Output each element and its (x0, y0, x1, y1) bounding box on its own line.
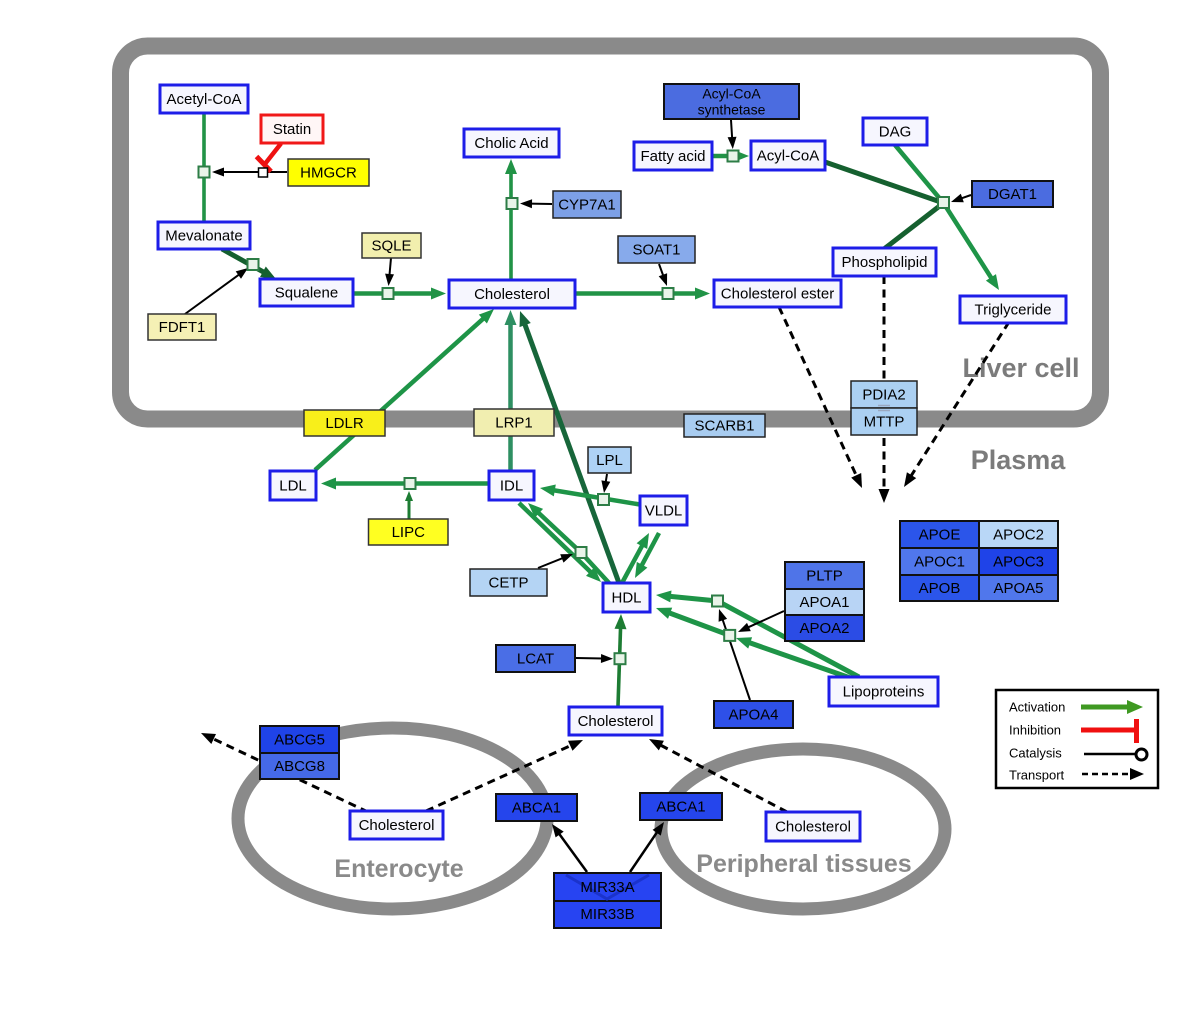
svg-text:LCAT: LCAT (517, 651, 554, 668)
svg-text:Enterocyte: Enterocyte (334, 855, 463, 883)
svg-text:Fatty acid: Fatty acid (640, 148, 705, 165)
svg-text:APOC2: APOC2 (993, 527, 1044, 544)
svg-text:APOB: APOB (919, 580, 961, 597)
svg-text:SOAT1: SOAT1 (632, 242, 680, 259)
svg-text:Squalene: Squalene (275, 285, 338, 302)
svg-text:Transport: Transport (1009, 768, 1065, 783)
svg-text:Mevalonate: Mevalonate (165, 228, 243, 245)
svg-text:synthetase: synthetase (698, 102, 766, 118)
svg-text:SQLE: SQLE (371, 238, 411, 255)
svg-text:Statin: Statin (273, 121, 311, 138)
svg-text:CETP: CETP (488, 575, 528, 592)
svg-text:APOA2: APOA2 (799, 620, 849, 637)
svg-text:Cholesterol: Cholesterol (775, 819, 851, 836)
svg-text:ABCG5: ABCG5 (274, 732, 325, 749)
svg-text:Plasma: Plasma (971, 445, 1067, 475)
svg-text:MTTP: MTTP (864, 414, 905, 431)
svg-text:DGAT1: DGAT1 (988, 186, 1037, 203)
svg-text:DAG: DAG (879, 124, 912, 141)
svg-text:PDIA2: PDIA2 (862, 387, 905, 404)
svg-text:MIR33B: MIR33B (580, 906, 634, 923)
svg-text:Lipoproteins: Lipoproteins (843, 684, 925, 701)
svg-text:IDL: IDL (500, 478, 523, 495)
svg-text:CYP7A1: CYP7A1 (558, 197, 616, 214)
svg-text:LDL: LDL (279, 478, 307, 495)
svg-text:APOA4: APOA4 (728, 707, 778, 724)
svg-text:Activation: Activation (1009, 700, 1065, 715)
svg-text:HMGCR: HMGCR (300, 165, 357, 182)
svg-text:LIPC: LIPC (392, 524, 426, 541)
svg-text:ABCA1: ABCA1 (656, 799, 705, 816)
svg-text:ABCG8: ABCG8 (274, 758, 325, 775)
svg-text:VLDL: VLDL (645, 503, 683, 520)
svg-text:PLTP: PLTP (806, 568, 842, 585)
svg-text:LDLR: LDLR (325, 415, 364, 432)
svg-text:Cholesterol: Cholesterol (474, 286, 550, 303)
svg-text:Acyl-CoA: Acyl-CoA (757, 148, 820, 165)
svg-text:SCARB1: SCARB1 (694, 418, 754, 435)
svg-text:ABCA1: ABCA1 (512, 800, 561, 817)
svg-text:Inhibition: Inhibition (1009, 723, 1061, 738)
svg-text:APOE: APOE (919, 527, 961, 544)
svg-text:APOA1: APOA1 (799, 594, 849, 611)
svg-text:Peripheral tissues: Peripheral tissues (696, 850, 911, 878)
svg-text:LPL: LPL (596, 452, 623, 469)
svg-text:APOC3: APOC3 (993, 554, 1044, 571)
svg-text:Acetyl-CoA: Acetyl-CoA (166, 91, 241, 108)
svg-text:Cholic Acid: Cholic Acid (474, 135, 548, 152)
svg-text:Cholesterol: Cholesterol (359, 817, 435, 834)
svg-text:FDFT1: FDFT1 (159, 319, 206, 336)
svg-text:Cholesterol ester: Cholesterol ester (721, 286, 834, 303)
svg-text:APOC1: APOC1 (914, 554, 965, 571)
svg-text:Acyl-CoA: Acyl-CoA (702, 86, 761, 102)
svg-text:Liver cell: Liver cell (962, 353, 1079, 383)
svg-text:Cholesterol: Cholesterol (578, 713, 654, 730)
svg-text:Phospholipid: Phospholipid (842, 254, 928, 271)
svg-text:LRP1: LRP1 (495, 415, 533, 432)
svg-text:HDL: HDL (611, 590, 641, 607)
svg-text:Catalysis: Catalysis (1009, 746, 1062, 761)
svg-text:APOA5: APOA5 (993, 580, 1043, 597)
svg-text:Triglyceride: Triglyceride (975, 302, 1052, 319)
svg-text:MIR33A: MIR33A (580, 879, 634, 896)
